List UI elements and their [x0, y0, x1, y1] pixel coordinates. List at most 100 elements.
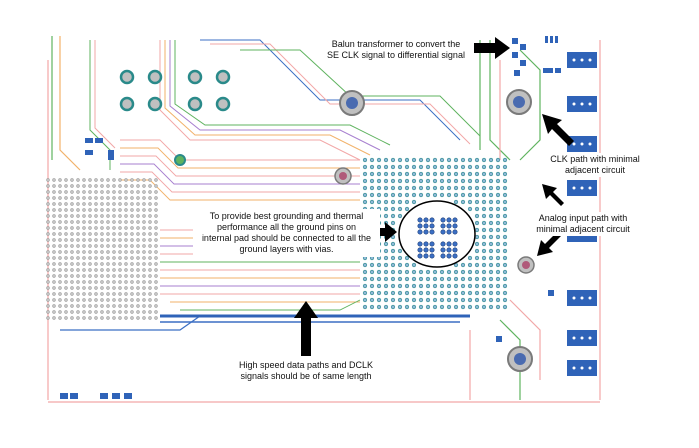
via: [432, 157, 438, 163]
via: [142, 178, 146, 182]
via: [495, 227, 501, 233]
via: [52, 238, 56, 242]
via: [70, 250, 74, 254]
via: [495, 185, 501, 191]
via: [440, 247, 446, 253]
balun-components: [512, 36, 561, 76]
via: [474, 199, 480, 205]
via: [112, 220, 116, 224]
via: [148, 310, 152, 314]
via: [376, 269, 382, 275]
via: [580, 58, 584, 62]
via: [106, 196, 110, 200]
via: [502, 234, 508, 240]
via: [130, 292, 134, 296]
via: [124, 178, 128, 182]
arrow-icon: [537, 231, 562, 256]
via: [432, 290, 438, 296]
via: [52, 184, 56, 188]
via: [418, 178, 424, 184]
via: [502, 290, 508, 296]
via: [474, 241, 480, 247]
via: [52, 202, 56, 206]
via: [106, 298, 110, 302]
via: [411, 290, 417, 296]
via: [94, 196, 98, 200]
via: [46, 316, 50, 320]
via: [418, 171, 424, 177]
via: [46, 178, 50, 182]
via: [376, 304, 382, 310]
via: [481, 290, 487, 296]
via: [142, 316, 146, 320]
via: [376, 157, 382, 163]
via: [118, 262, 122, 266]
via: [502, 213, 508, 219]
via: [82, 298, 86, 302]
via: [446, 171, 452, 177]
via: [411, 178, 417, 184]
via: [488, 234, 494, 240]
via: [82, 226, 86, 230]
via: [70, 310, 74, 314]
via: [369, 269, 375, 275]
via: [46, 208, 50, 212]
via: [460, 185, 466, 191]
via: [411, 283, 417, 289]
via: [118, 250, 122, 254]
via: [46, 226, 50, 230]
via: [106, 184, 110, 188]
via: [397, 213, 403, 219]
via: [467, 178, 473, 184]
via: [418, 297, 424, 303]
via: [411, 276, 417, 282]
via: [154, 238, 158, 242]
via: [106, 244, 110, 248]
via: [64, 304, 68, 308]
via: [488, 297, 494, 303]
via: [130, 304, 134, 308]
via: [580, 142, 584, 146]
via: [100, 226, 104, 230]
via: [136, 178, 140, 182]
via: [446, 283, 452, 289]
via: [488, 241, 494, 247]
via: [112, 244, 116, 248]
via: [106, 280, 110, 284]
via: [588, 296, 592, 300]
via: [76, 220, 80, 224]
via: [432, 192, 438, 198]
via: [495, 206, 501, 212]
via: [390, 269, 396, 275]
via: [100, 232, 104, 236]
via: [46, 232, 50, 236]
via: [467, 185, 473, 191]
via: [495, 171, 501, 177]
via: [124, 226, 128, 230]
via: [411, 157, 417, 163]
via: [488, 276, 494, 282]
via: [130, 310, 134, 314]
via: [423, 241, 429, 247]
via: [112, 256, 116, 260]
via: [580, 366, 584, 370]
via: [154, 244, 158, 248]
via: [76, 286, 80, 290]
bga-via-grid: [362, 157, 508, 310]
via: [425, 157, 431, 163]
via: [411, 304, 417, 310]
via: [423, 253, 429, 259]
via: [481, 227, 487, 233]
via: [82, 190, 86, 194]
via: [580, 336, 584, 340]
via: [154, 310, 158, 314]
via: [46, 184, 50, 188]
via: [76, 178, 80, 182]
via: [64, 262, 68, 266]
via: [481, 255, 487, 261]
via: [130, 262, 134, 266]
via: [106, 214, 110, 218]
via: [425, 178, 431, 184]
via: [423, 217, 429, 223]
via: [64, 238, 68, 242]
